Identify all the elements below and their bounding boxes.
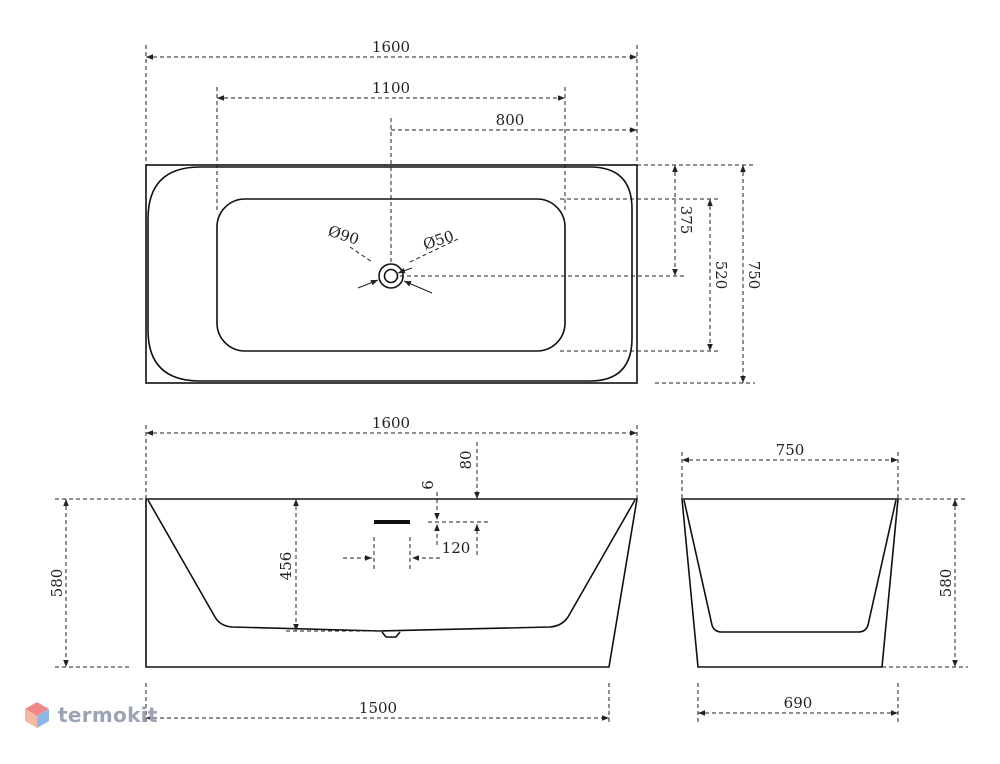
dim-base-length: 1500 [359,699,397,717]
watermark: termokit [24,701,158,729]
top-view: 1600 1100 800 375 520 750 Ø90 Ø50 [145,38,763,384]
top-view-outer-frame [145,164,638,384]
drain [349,237,461,294]
dim-front-height: 580 [48,569,66,598]
dim-inner-width: 520 [712,261,730,290]
dim-overflow-width: 120 [442,539,471,557]
side-view: 750 580 690 [681,441,968,722]
dim-drain-from-edge: 375 [677,206,695,235]
dim-side-height: 580 [937,569,955,598]
dim-front-total-length: 1600 [372,414,410,432]
front-view: 1600 580 456 80 6 120 1500 [48,414,638,722]
dim-overflow-height: 80 [457,450,475,469]
hexagon-cube-icon [25,702,49,728]
front-view-basin-profile [147,499,636,632]
drain-inner-ring [383,268,399,284]
dim-side-base-width: 690 [784,694,813,712]
dim-overflow-gap: 6 [419,480,437,490]
top-view-rim [147,166,633,382]
watermark-text: termokit [58,703,158,727]
dim-inner-depth: 456 [277,552,295,581]
top-view-basin [216,198,566,352]
dim-top-total-length: 1600 [372,38,410,56]
front-view-drain [381,631,401,638]
dim-side-total-width: 750 [776,441,805,459]
dim-drain-diameter-inner: Ø50 [421,227,456,254]
drain-outer-ring [378,263,404,289]
front-view-outline [145,498,638,668]
dim-drain-diameter-outer: Ø90 [326,222,361,249]
dim-inner-length: 1100 [372,79,410,97]
dim-drain-offset: 800 [496,111,525,129]
side-view-basin-profile [683,499,897,633]
dim-total-width: 750 [745,261,763,290]
side-view-outline [681,498,899,668]
